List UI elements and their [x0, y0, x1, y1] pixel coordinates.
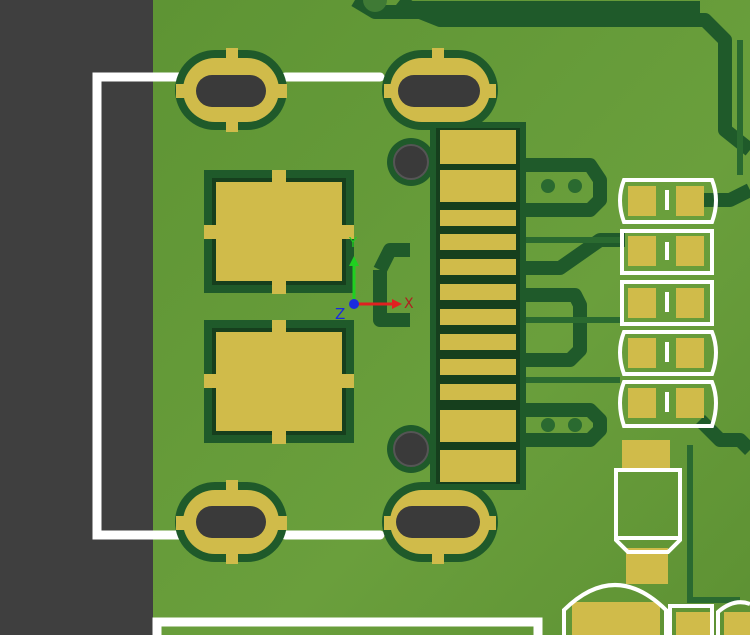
- slot-pads: [175, 48, 498, 564]
- vias: [363, 0, 582, 432]
- x-axis-arrow: [392, 299, 402, 309]
- smd-pads: [572, 186, 750, 635]
- mounting-holes: [387, 138, 435, 473]
- copper-traces-thin: [520, 40, 743, 603]
- smd-components: [562, 178, 750, 635]
- slot-pad-top-right: [382, 50, 498, 130]
- origin-dot: [349, 299, 359, 309]
- z-axis-label: Z: [335, 305, 346, 323]
- square-pad-upper: [204, 170, 354, 294]
- square-pads: [204, 170, 354, 444]
- connector-pins: [430, 122, 526, 490]
- slot-pad-top-left: [175, 50, 287, 130]
- smd-silkscreen: [562, 178, 750, 635]
- silkscreen-outline: [92, 72, 543, 635]
- square-pad-lower: [204, 320, 354, 444]
- slot-pad-bottom-right: [382, 482, 498, 562]
- y-axis-label: Y: [349, 236, 357, 251]
- slot-pad-bottom-left: [175, 482, 287, 562]
- copper-traces: [351, 0, 750, 455]
- x-axis-label: X: [404, 296, 414, 312]
- axis-indicator: [349, 256, 402, 309]
- y-axis-arrow: [349, 256, 359, 266]
